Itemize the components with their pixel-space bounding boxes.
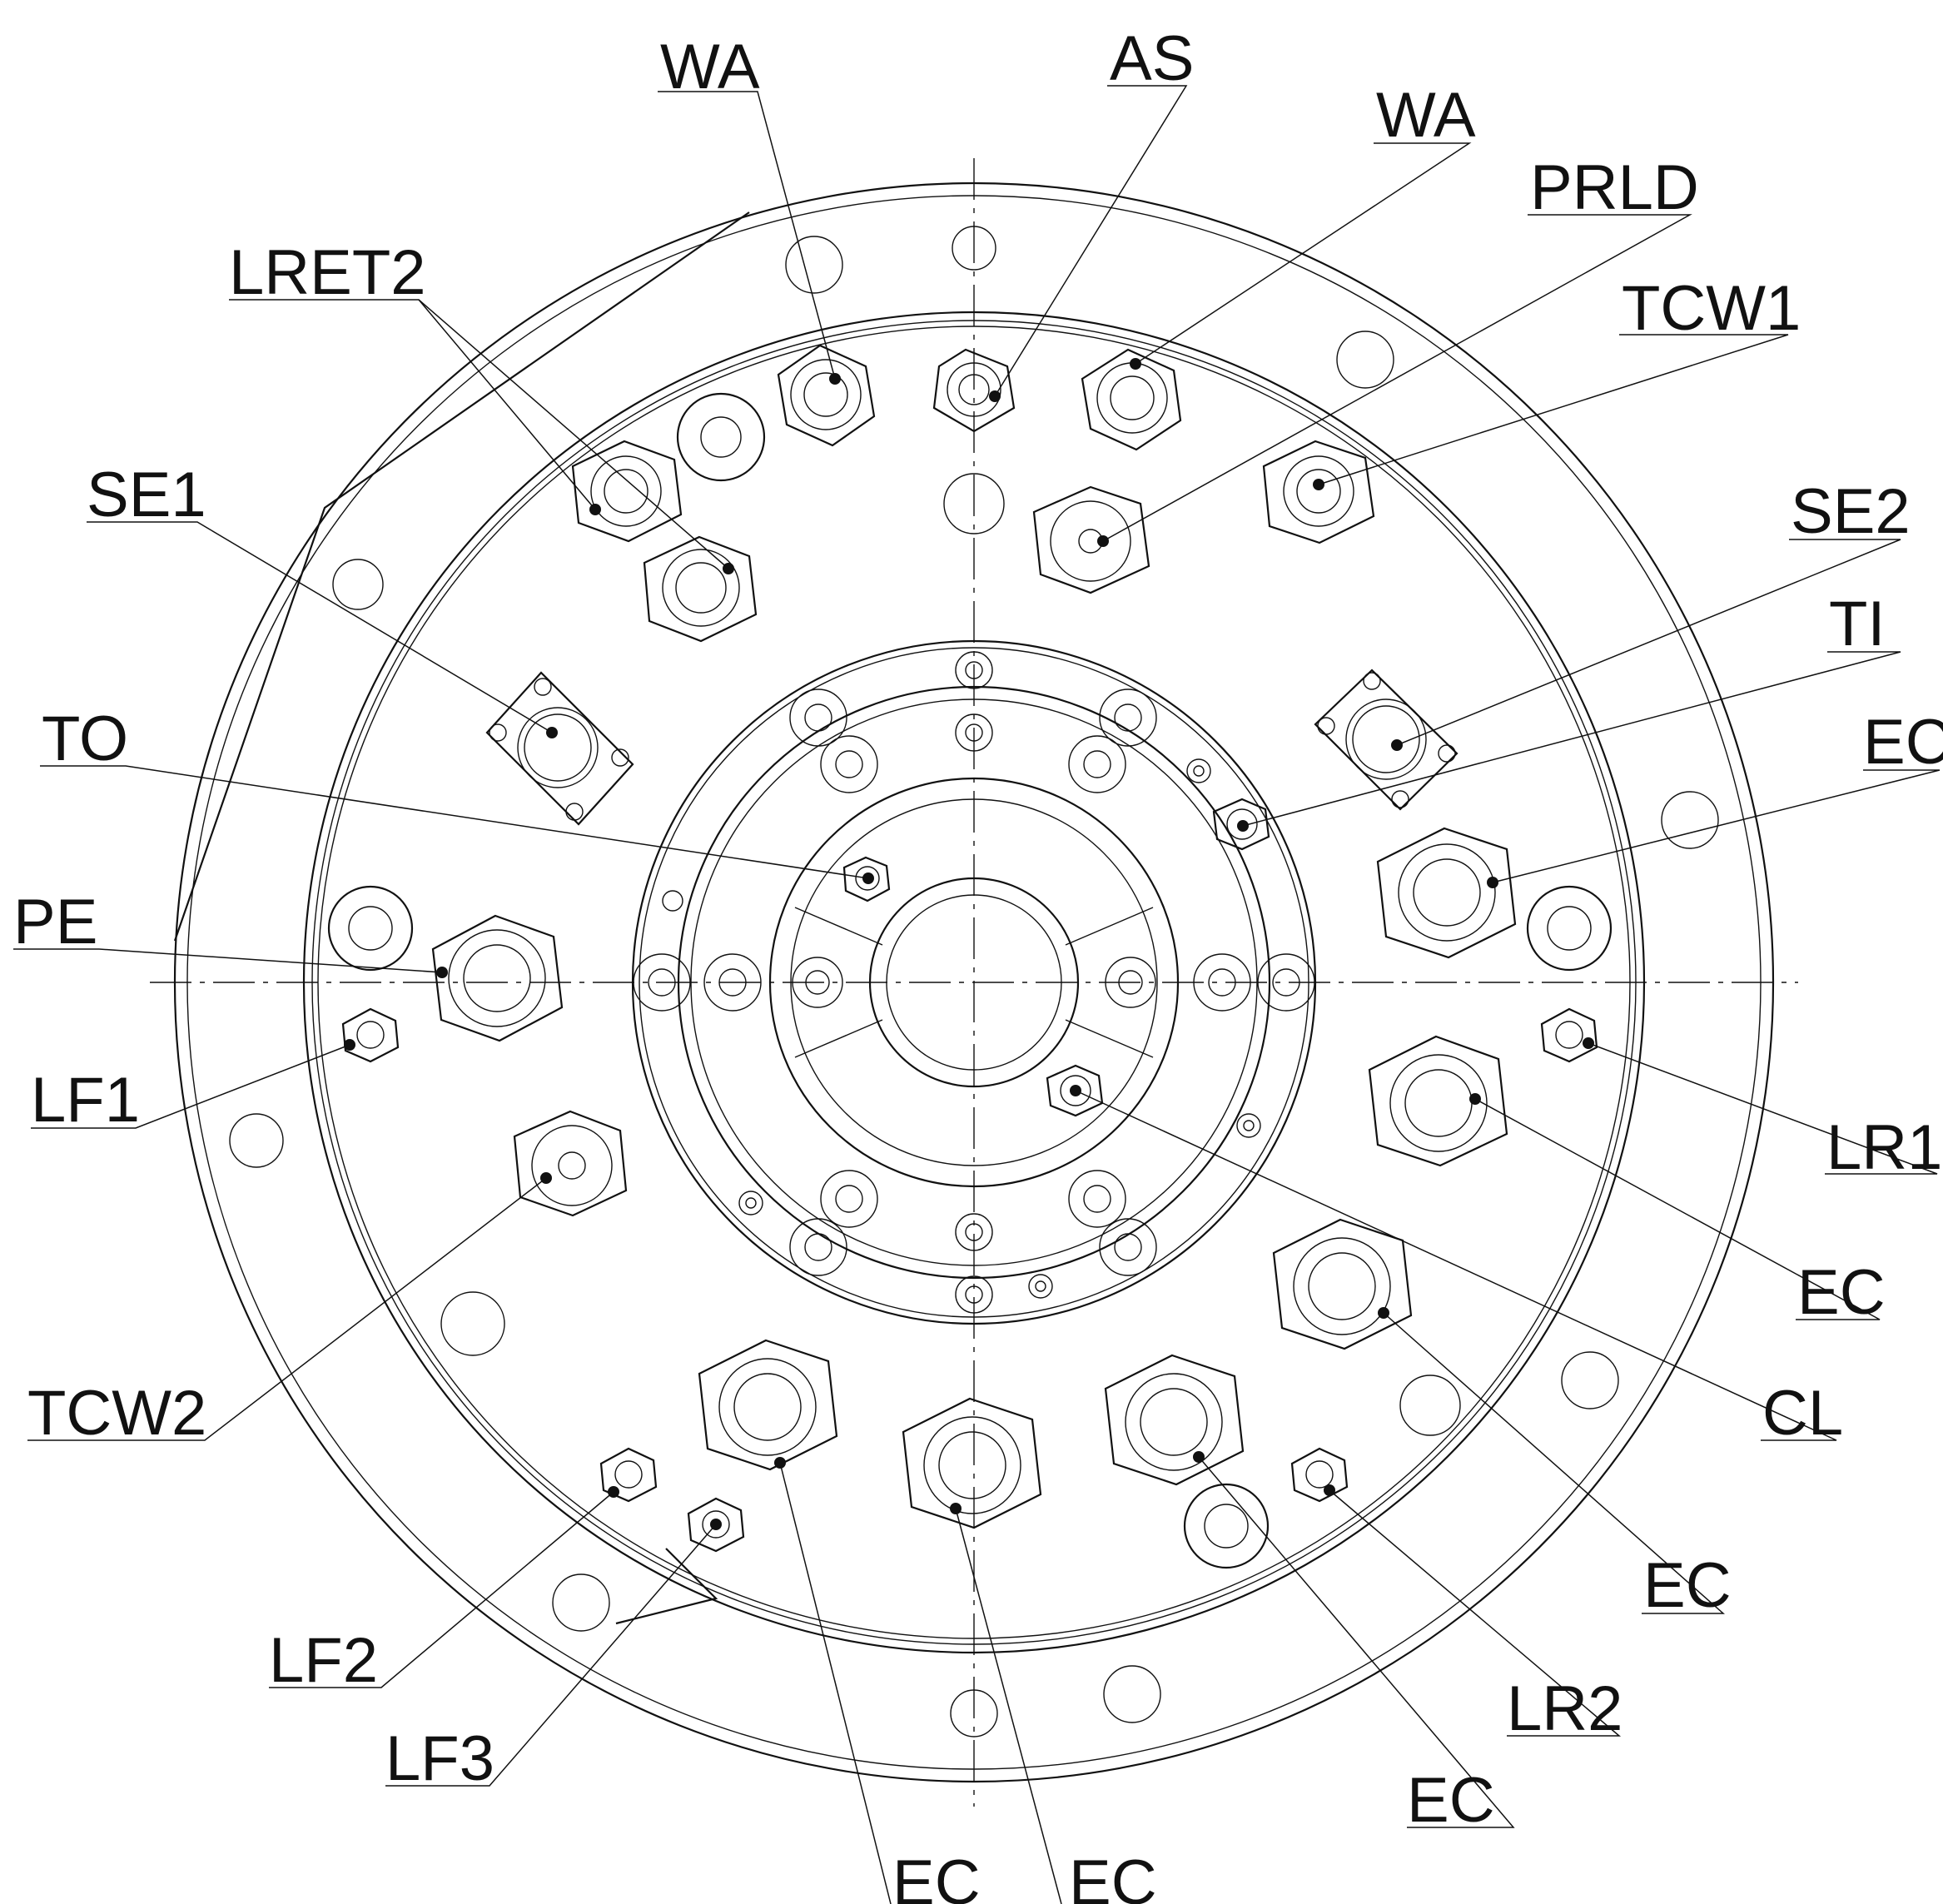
label-lf1: LF1	[31, 1065, 140, 1136]
label-ec-right-low: EC	[1643, 1550, 1732, 1621]
label-lr2: LR2	[1507, 1673, 1622, 1744]
label-wa-left: WA	[660, 32, 760, 102]
label-ec-bottom-left: EC	[892, 1847, 981, 1904]
label-lr1: LR1	[1826, 1112, 1942, 1183]
label-to: TO	[42, 703, 128, 774]
label-ec-right-top: EC	[1863, 707, 1943, 778]
label-lf3: LF3	[385, 1723, 494, 1794]
label-ec-right-mid: EC	[1797, 1257, 1886, 1328]
label-wa-right: WA	[1376, 80, 1476, 151]
callout-labels: WA AS WA PRLD TCW1 LRET2 SE1 SE2 TI TO E…	[13, 23, 1943, 1904]
center-lines	[150, 158, 1798, 1807]
label-cl: CL	[1762, 1378, 1843, 1449]
fittings	[327, 344, 1613, 1569]
flange-holes	[229, 226, 1719, 1737]
label-prld: PRLD	[1530, 152, 1699, 223]
label-ec-bottom-right: EC	[1407, 1765, 1495, 1836]
label-lret2: LRET2	[229, 237, 426, 308]
label-tcw2: TCW2	[27, 1378, 206, 1449]
label-ti: TI	[1829, 589, 1886, 659]
label-tcw1: TCW1	[1622, 273, 1801, 344]
label-as: AS	[1110, 23, 1194, 94]
label-pe: PE	[13, 887, 97, 957]
leader-lines	[13, 85, 1941, 1904]
label-se2: SE2	[1791, 476, 1911, 547]
label-se1: SE1	[87, 460, 206, 530]
label-ec-bottom-center: EC	[1069, 1847, 1157, 1904]
label-lf2: LF2	[269, 1625, 378, 1696]
